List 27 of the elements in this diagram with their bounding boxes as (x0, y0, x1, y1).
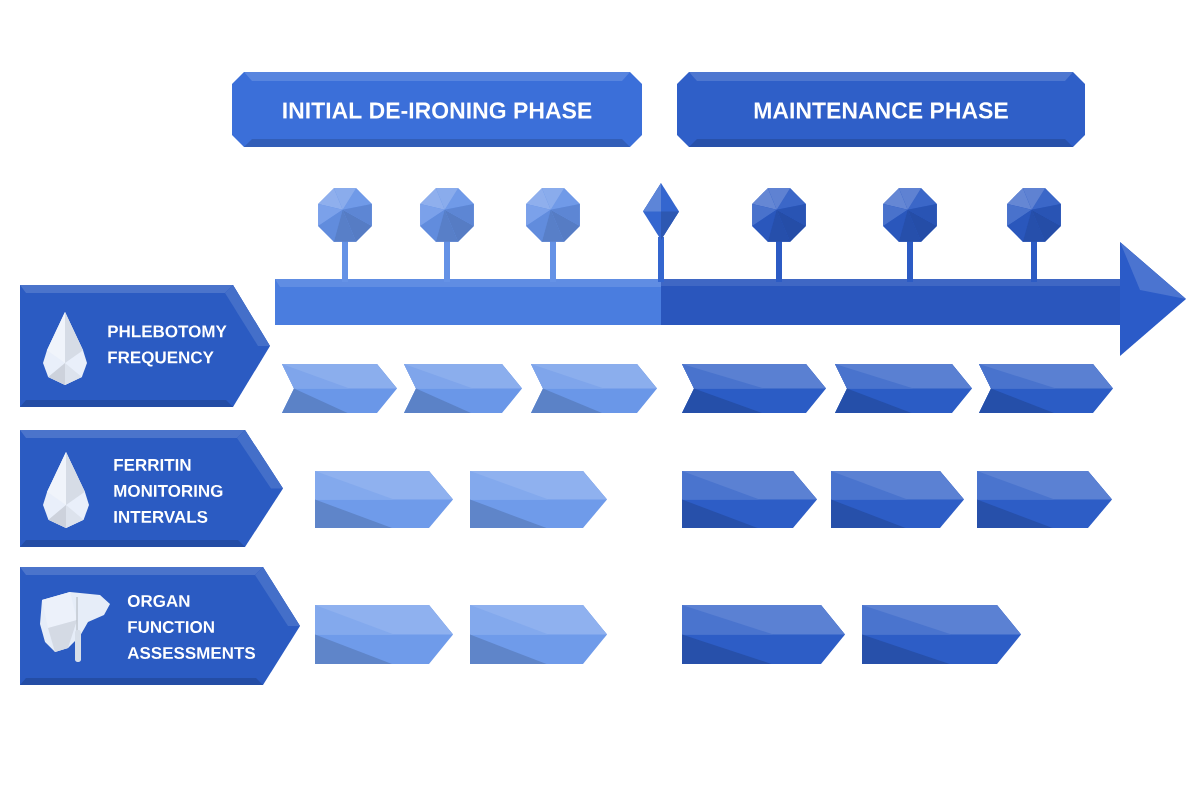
arrow-block (315, 471, 453, 528)
arrow-block (470, 471, 607, 528)
arrow-block (862, 605, 1021, 664)
milestone-marker (420, 188, 474, 282)
milestone-marker (643, 183, 679, 282)
milestone-marker (883, 188, 937, 282)
chevron-block (835, 364, 972, 413)
chevron-block (531, 364, 657, 413)
milestone-marker (318, 188, 372, 282)
arrow-block (470, 605, 607, 664)
chevron-block (404, 364, 522, 413)
arrow-block (682, 605, 845, 664)
arrow-block (831, 471, 964, 528)
row-label-tab: PHLEBOTOMY FREQUENCY (20, 285, 270, 407)
chevron-block (682, 364, 826, 413)
phase-banner: INITIAL DE-IRONING PHASE (232, 72, 642, 147)
arrow-block (315, 605, 453, 664)
row-label-tab: FERRITIN MONITORING INTERVALS (20, 430, 283, 547)
chevron-block (282, 364, 397, 413)
phase-banner: MAINTENANCE PHASE (677, 72, 1085, 147)
row-label-tab: ORGAN FUNCTION ASSESSMENTS (20, 567, 300, 685)
chevron-block (979, 364, 1113, 413)
arrow-block (682, 471, 817, 528)
milestone-marker (1007, 188, 1061, 282)
milestone-marker (526, 188, 580, 282)
milestone-marker (752, 188, 806, 282)
arrow-block (977, 471, 1112, 528)
